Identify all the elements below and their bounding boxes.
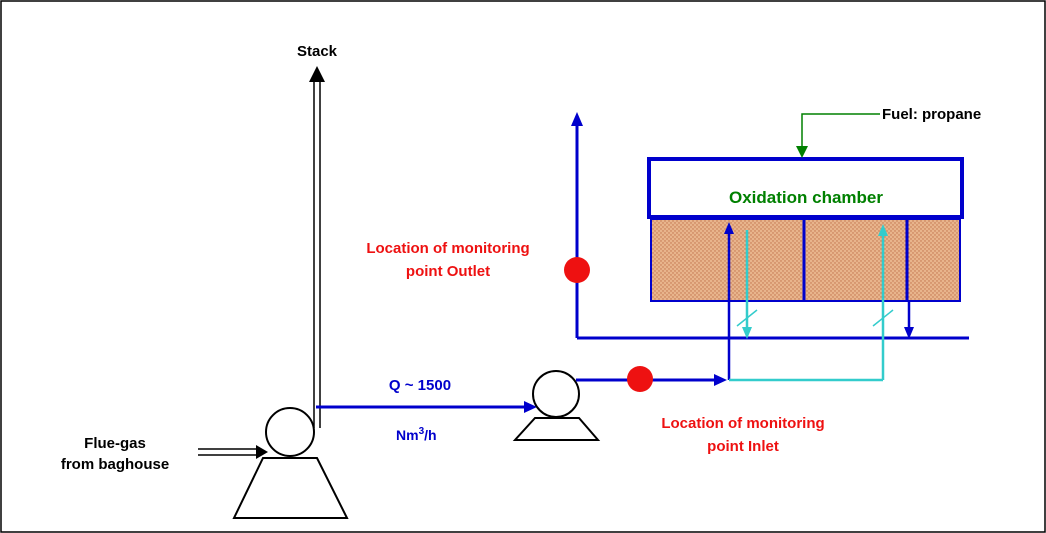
secondary-fan — [512, 370, 601, 441]
outlet-label-line1: Location of monitoring — [366, 240, 529, 257]
fuel-feed-line — [796, 113, 880, 158]
outlet-duct — [571, 112, 969, 340]
source-label-line2: from baghouse — [61, 456, 169, 473]
oxidation-chamber-label: Oxidation chamber — [729, 188, 883, 207]
inlet-monitoring-point — [627, 366, 653, 392]
inlet-label-line1: Location of monitoring — [661, 415, 824, 432]
fuel-label: Fuel: propane — [882, 106, 981, 123]
internal-blue-flow — [724, 222, 914, 380]
stack-pipe — [309, 66, 325, 428]
flow-unit-label: Nm3/h — [396, 426, 437, 443]
main-fan — [232, 407, 349, 519]
stack-arrow-head — [309, 66, 325, 82]
ceramic-beds — [650, 218, 961, 302]
cyan-bypass-flow — [729, 224, 894, 382]
duct-to-fan2 — [316, 401, 537, 413]
stack-label: Stack — [297, 43, 338, 60]
damper-mark-right — [872, 309, 894, 327]
flow-rate-label: Q ~ 1500 — [389, 377, 451, 394]
outlet-label-line2: point Outlet — [406, 263, 490, 280]
flue-gas-input-arrow — [198, 445, 268, 459]
inlet-label-line2: point Inlet — [707, 438, 779, 455]
outlet-monitoring-point — [564, 257, 590, 283]
source-label-line1: Flue-gas — [84, 435, 146, 452]
oxidation-chamber — [647, 157, 964, 219]
damper-mark-left — [736, 309, 758, 327]
